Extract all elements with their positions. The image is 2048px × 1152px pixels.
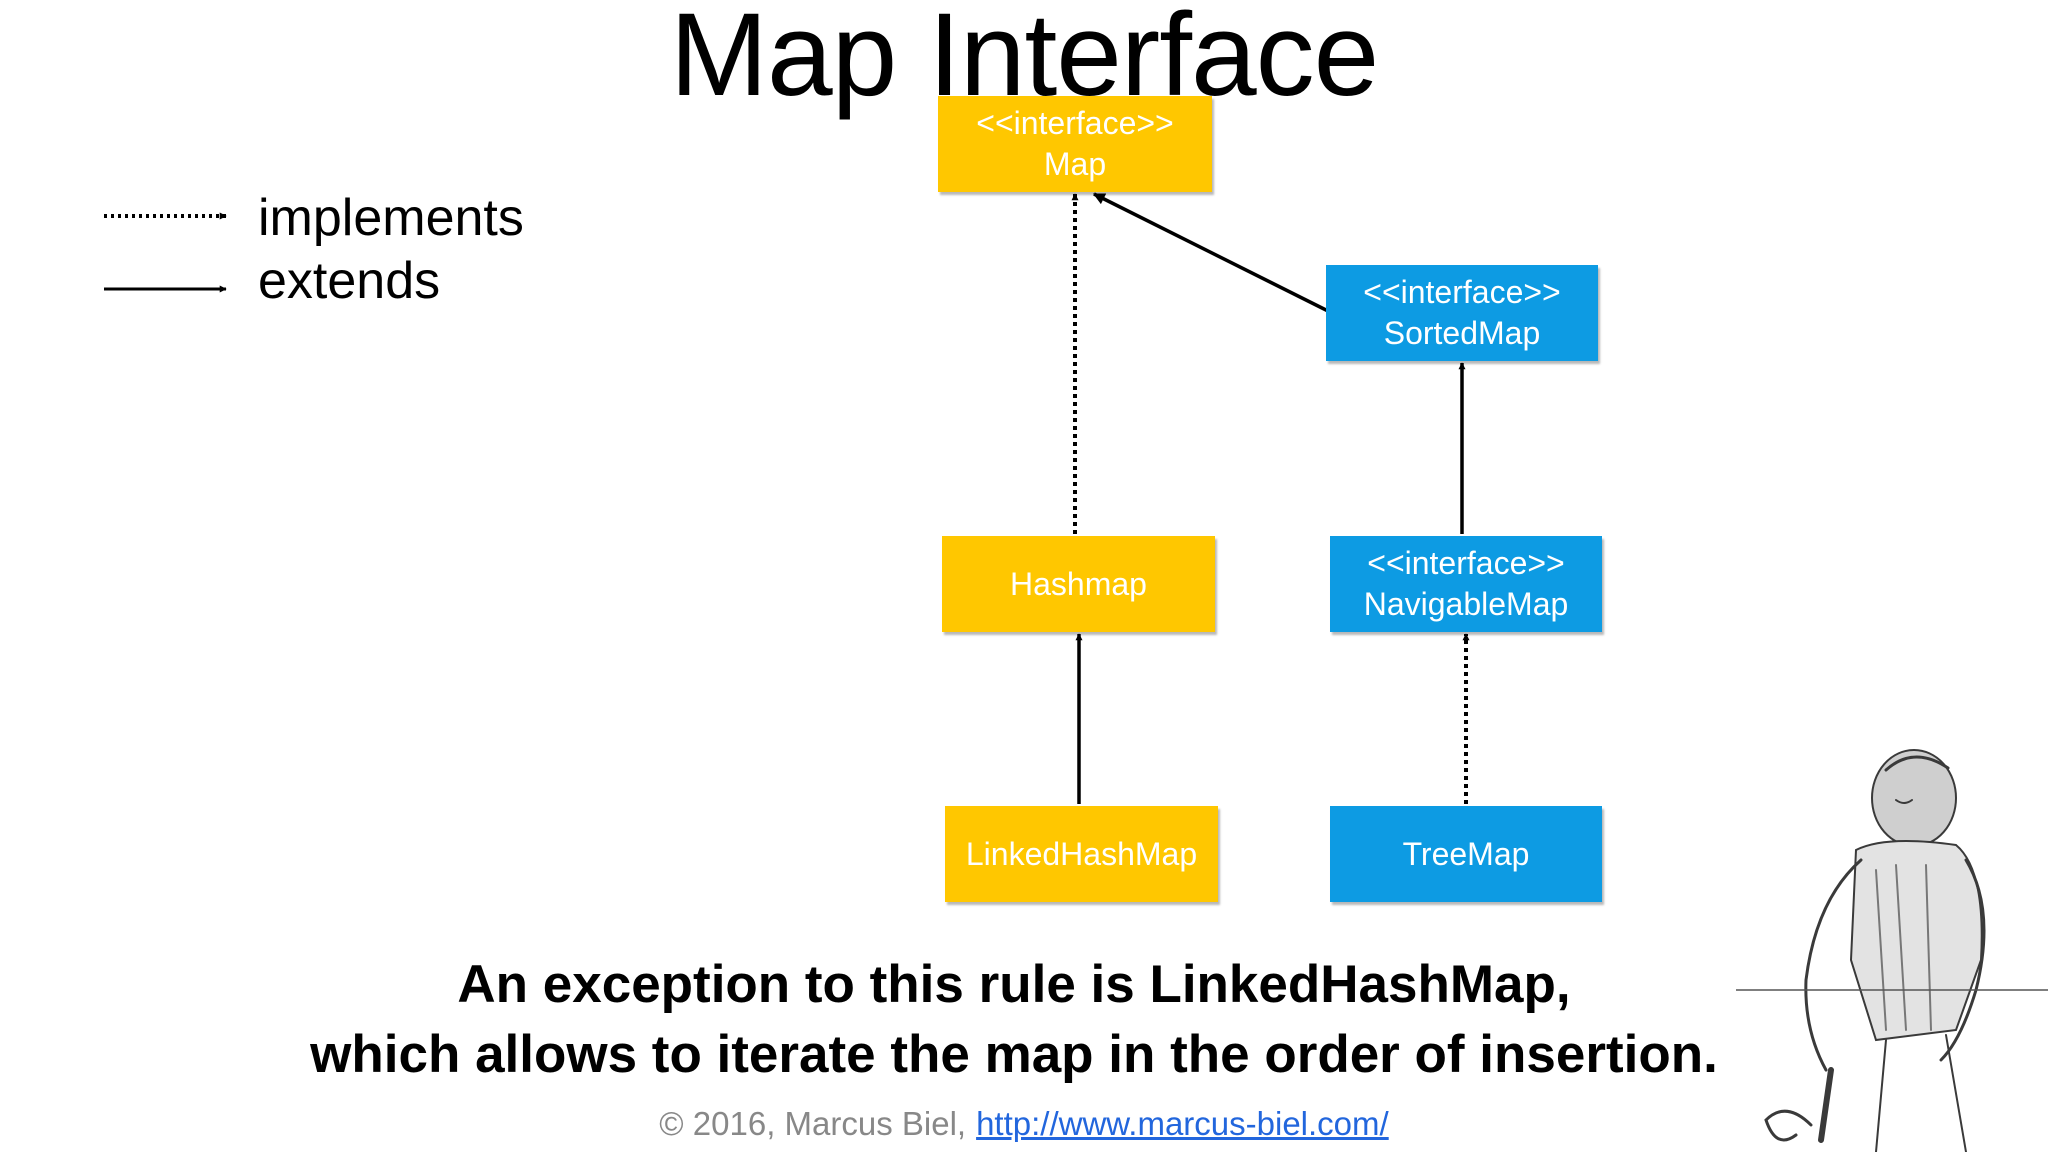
node-map: <<interface>> Map	[938, 96, 1212, 192]
caption-line-2: which allows to iterate the map in the o…	[310, 1025, 1718, 1084]
caption-line-1: An exception to this rule is LinkedHashM…	[457, 955, 1571, 1014]
craftsman-sketch-icon	[1736, 749, 2048, 1152]
node-hashmap-name: Hashmap	[1010, 565, 1147, 602]
node-map-name: Map	[1043, 146, 1107, 182]
node-navigablemap: <<interface>> NavigableMap	[1330, 536, 1602, 632]
edge-sortedmap-extends-map	[1092, 192, 1339, 318]
node-hashmap: Hashmap	[942, 536, 1215, 632]
footer: © 2016, Marcus Biel,http://www.marcus-bi…	[0, 1104, 2048, 1144]
footer-link[interactable]: http://www.marcus-biel.com/	[976, 1105, 1389, 1142]
node-sortedmap-name: SortedMap	[1383, 315, 1541, 351]
node-map-stereotype: <<interface>>	[976, 105, 1174, 141]
node-linkedhashmap-name: LinkedHashMap	[965, 835, 1198, 872]
node-navigablemap-stereotype: <<interface>>	[1367, 545, 1565, 581]
node-treemap: TreeMap	[1330, 806, 1602, 902]
node-navigablemap-name: NavigableMap	[1363, 586, 1569, 622]
node-treemap-name: TreeMap	[1402, 835, 1530, 872]
slide-title: Map Interface	[669, 0, 1379, 121]
node-sortedmap: <<interface>> SortedMap	[1326, 265, 1598, 361]
legend-extends-label: extends	[258, 252, 441, 310]
footer-copyright: © 2016, Marcus Biel,	[659, 1105, 967, 1142]
legend-implements-label: implements	[258, 189, 524, 247]
node-linkedhashmap: LinkedHashMap	[945, 806, 1218, 902]
node-sortedmap-stereotype: <<interface>>	[1363, 274, 1561, 310]
